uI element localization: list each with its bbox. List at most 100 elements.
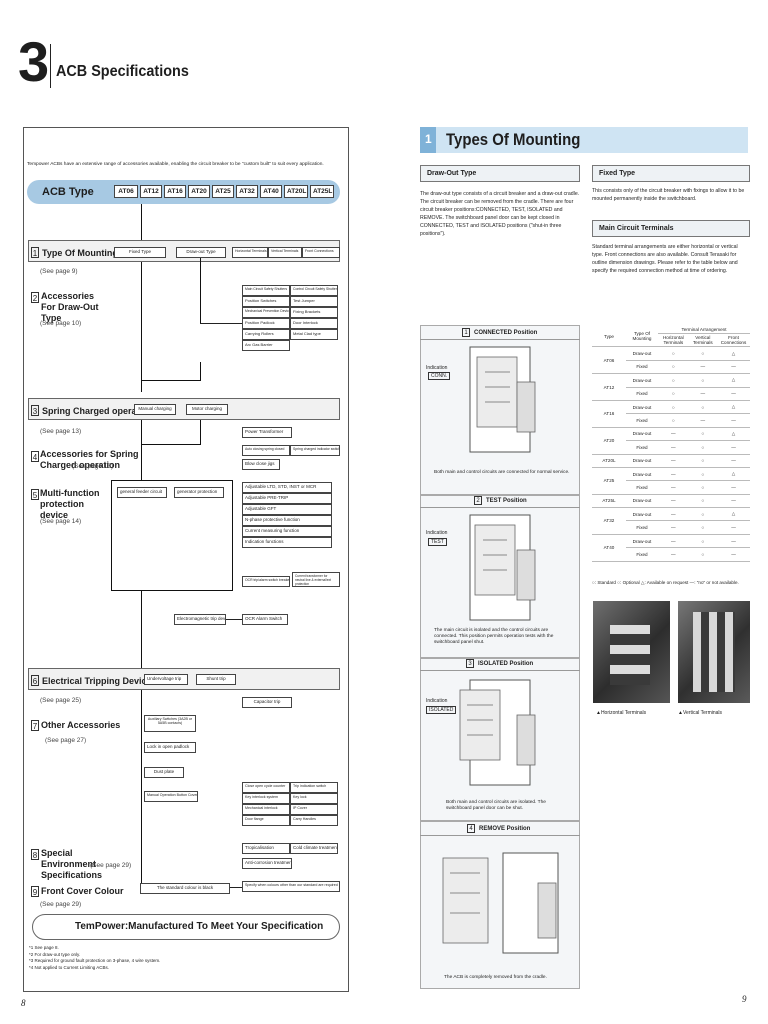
table-cell: ○ [688, 520, 717, 535]
acc-spring-item: Spring charged indicator switch [290, 445, 340, 456]
acc-spring-item: Blow close jigs [242, 459, 280, 470]
section-note-5: (See page 14) [40, 518, 82, 525]
terminal-table: Type Type Of Mounting Terminal Arrangeme… [592, 326, 750, 562]
caption-horizontal: ▲Horizontal Terminals [596, 710, 647, 716]
section-note-8: (See page 29) [90, 862, 132, 869]
model-at20: AT20 [188, 185, 210, 198]
position-ind-label-1: Indication [426, 365, 448, 371]
table-cell: Draw-out [626, 400, 658, 415]
flow-v-6b [141, 690, 142, 855]
table-cell: ○ [658, 360, 689, 375]
table-header-mounting: Type Of Mounting [626, 326, 658, 348]
motor-charging-box: Motor charging [186, 404, 228, 415]
model-list: AT06 AT12 AT16 AT20 AT25 AT32 AT40 AT20L… [114, 185, 334, 198]
table-cell: — [658, 480, 689, 495]
other-acc-item: Key lock [290, 793, 338, 804]
table-cell-type: AT32 [592, 507, 626, 535]
section-title-5: Multi-function protection device [40, 488, 100, 520]
table-header-type: Type [592, 326, 626, 348]
position-num-3: 3 [466, 659, 474, 668]
table-cell: Fixed [626, 413, 658, 428]
section-note-3: (See page 13) [40, 428, 82, 435]
acc-drawout-item: Test Jumper [290, 296, 338, 307]
table-cell: △ [717, 346, 750, 361]
table-cell: — [717, 494, 750, 509]
table-cell: — [658, 427, 689, 442]
table-cell: ○ [688, 480, 717, 495]
cold-climate-box: Cold climate treatment [290, 843, 338, 854]
acc-drawout-item: Door Interlock [290, 318, 338, 329]
cradle-illustration-test [469, 514, 536, 621]
table-cell: — [717, 480, 750, 495]
table-cell: Fixed [626, 387, 658, 401]
general-feeder-box: general feeder circuit [117, 487, 167, 498]
terminals-header-text: Main Circuit Terminals [599, 225, 674, 232]
position-ind-label-2: Indication [426, 530, 448, 536]
manual-charging-box: Manual charging [134, 404, 176, 415]
table-cell: Draw-out [626, 467, 658, 482]
section-num-5: 5 [31, 489, 39, 500]
table-cell: ○ [688, 373, 717, 388]
vert-terminals-box: Vertical Terminals [268, 247, 302, 258]
dust-plate-box: Dust plate [144, 767, 184, 778]
table-cell-type: AT20L [592, 454, 626, 468]
other-acc-item: Mechanical interlock [242, 804, 290, 815]
section-title-7: Other Accessories [41, 720, 121, 730]
table-cell: — [717, 454, 750, 468]
section-note-2: (See page 10) [40, 320, 82, 327]
chapter-number: 3 [18, 30, 50, 93]
position-header-2 [420, 495, 580, 508]
acc-drawout-item: Control Circuit Safety Shutters [290, 285, 338, 296]
protection-item: Adjustable PRE-TRIP [242, 493, 332, 504]
table-cell: ○ [688, 454, 717, 468]
table-cell: ○ [688, 346, 717, 361]
manual-cover-box: Manual Operation Button Cover [144, 791, 198, 802]
table-cell: — [717, 534, 750, 549]
section-title-1: Type Of Mounting [42, 248, 118, 258]
horiz-terminals-box: Horizontal Terminals [232, 247, 268, 258]
fixed-header-text: Fixed Type [599, 170, 636, 177]
photo-vertical-detail [693, 612, 735, 692]
table-cell: ○ [658, 400, 689, 415]
model-at40: AT40 [260, 185, 282, 198]
table-legend: ○: Standard ○: Optional △: Available on … [592, 580, 739, 585]
table-cell: Draw-out [626, 507, 658, 522]
table-header-arrangement: Terminal Arrangement [658, 326, 750, 334]
acc-drawout-item: Mechanical Prevention Device [242, 307, 290, 318]
footnotes: *1 See page 8. *2 For draw-out type only… [29, 945, 160, 971]
table-cell: Draw-out [626, 373, 658, 388]
flow-line-1b [141, 262, 142, 392]
section-num-6: 6 [31, 675, 39, 686]
drawout-header-text: Draw-Out Type [427, 170, 477, 177]
protection-item: Adjustable LTD, STD, INST or MCR [242, 482, 332, 493]
section-num-7: 7 [31, 720, 39, 731]
acc-drawout-item: Fixing Brackets [290, 307, 338, 318]
table-cell: Draw-out [626, 454, 658, 468]
table-cell: — [688, 360, 717, 375]
flow-h-5b [111, 590, 233, 591]
flow-h-2 [200, 323, 242, 324]
position-desc-2: The main circuit is isolated and the con… [434, 628, 554, 645]
table-cell: △ [717, 507, 750, 522]
types-of-mounting-banner [420, 127, 748, 153]
section-note-1: (See page 9) [40, 268, 78, 275]
table-row: Fixed○—— [592, 413, 750, 428]
table-cell: △ [717, 427, 750, 442]
table-cell: — [688, 387, 717, 401]
position-num-4: 4 [467, 824, 475, 833]
acb-type-label: ACB Type [42, 186, 94, 198]
section-title-6: Electrical Tripping Device [42, 676, 152, 686]
drawout-header [420, 165, 580, 182]
footnote: *1 See page 8. [29, 945, 59, 950]
fixed-type-box: Fixed Type [114, 247, 166, 258]
cradle-illustration-connected [469, 346, 536, 453]
model-at20l: AT20L [284, 185, 308, 198]
table-cell: ○ [688, 440, 717, 455]
table-cell-type: AT06 [592, 346, 626, 375]
electronic-trip-box: Electromagnetic trip device [174, 614, 226, 625]
acc-spring-item: Power Transformer [242, 427, 292, 438]
flow-h-5a [111, 480, 233, 481]
